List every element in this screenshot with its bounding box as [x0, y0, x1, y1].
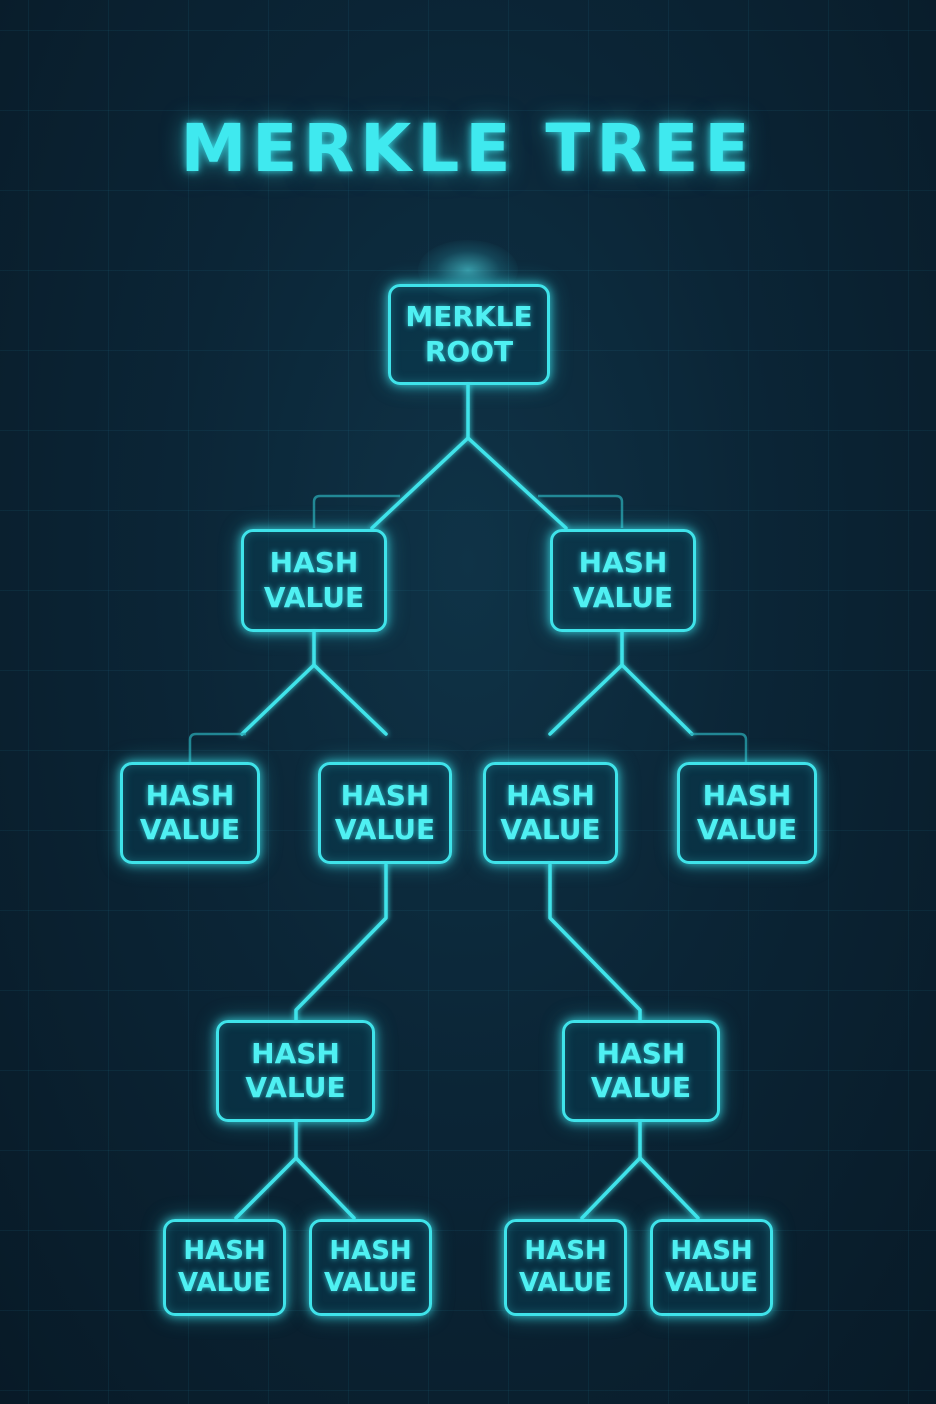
edge-l1right-c — [548, 663, 624, 736]
edge-l1left-b — [312, 663, 388, 736]
edge-root-left — [370, 436, 470, 530]
connector-l2-a — [188, 732, 246, 762]
connector-l1-right — [538, 494, 624, 528]
edge-l1right-d — [620, 663, 694, 736]
connector-l1-left — [312, 494, 400, 528]
hash-node-l1-right[interactable]: HASH VALUE — [550, 529, 696, 632]
hash-node-l2-b[interactable]: HASH VALUE — [318, 762, 452, 864]
edge-l2c-l3right — [548, 863, 642, 1022]
connector-l2-d — [690, 732, 748, 762]
hash-node-l2-c[interactable]: HASH VALUE — [483, 762, 618, 864]
hash-node-l2-a[interactable]: HASH VALUE — [120, 762, 260, 864]
hash-node-l4-d[interactable]: HASH VALUE — [650, 1219, 773, 1316]
edge-l3right-d — [638, 1156, 700, 1220]
hash-node-l4-c[interactable]: HASH VALUE — [504, 1219, 627, 1316]
edge-l3left-b — [294, 1156, 356, 1220]
edge-l3right-c — [580, 1156, 642, 1220]
edge-root-right — [466, 436, 568, 530]
hash-node-l3-left[interactable]: HASH VALUE — [216, 1020, 375, 1122]
hash-node-l1-left[interactable]: HASH VALUE — [241, 529, 387, 632]
edge-l2b-l3left — [294, 863, 388, 1022]
hash-node-l4-b[interactable]: HASH VALUE — [309, 1219, 432, 1316]
diagram-title: MERKLE TREE — [180, 110, 756, 187]
hash-node-l2-d[interactable]: HASH VALUE — [677, 762, 817, 864]
merkle-root-node[interactable]: MERKLE ROOT — [388, 284, 550, 385]
hash-node-l3-right[interactable]: HASH VALUE — [562, 1020, 720, 1122]
edge-l3left-a — [234, 1156, 298, 1220]
hash-node-l4-a[interactable]: HASH VALUE — [163, 1219, 286, 1316]
edge-l1left-a — [240, 663, 316, 736]
